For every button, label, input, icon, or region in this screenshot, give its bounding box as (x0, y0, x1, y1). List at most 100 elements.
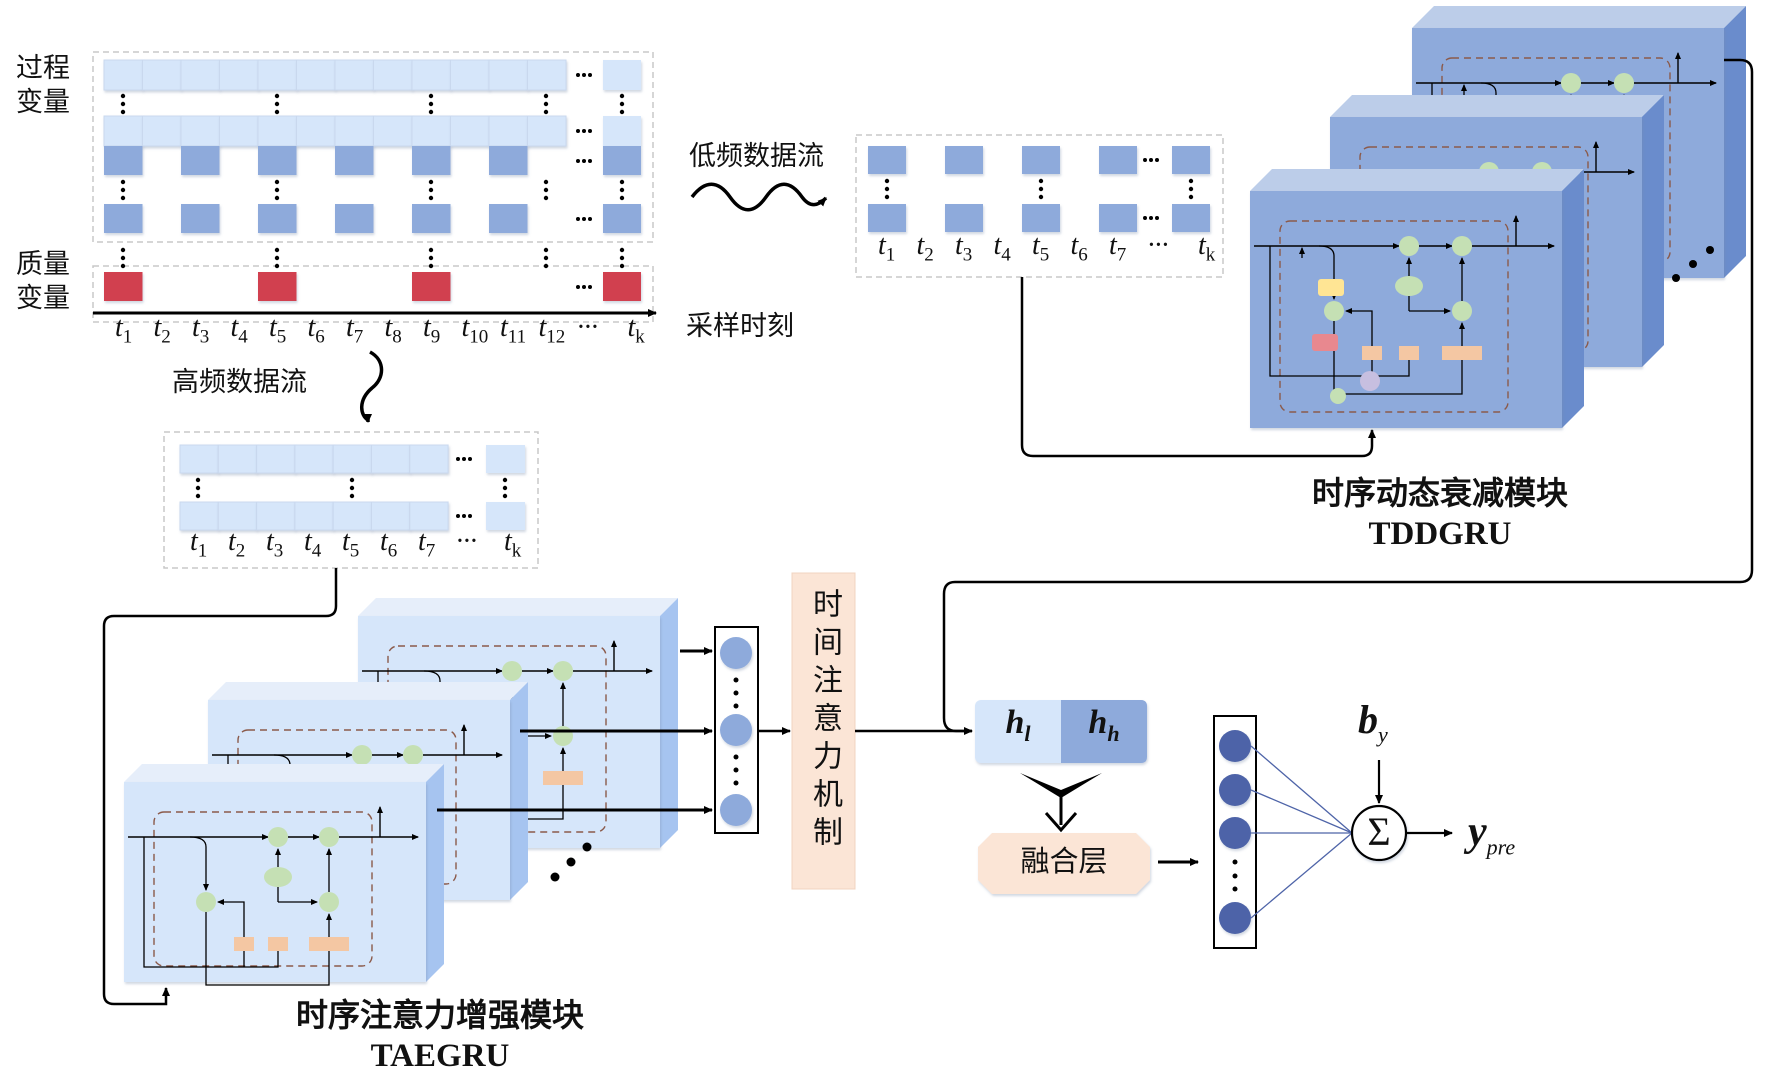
gate-node (319, 892, 339, 912)
data-cell (450, 115, 490, 147)
data-cell (257, 115, 297, 147)
merge-arrowhead (1044, 812, 1078, 833)
tick-label: t7 (418, 526, 436, 562)
data-cell (104, 146, 143, 175)
tddgru-title: 时序动态衰减模块 (1311, 474, 1568, 512)
tick-label: t3 (192, 312, 210, 348)
quality-vars-label: 质量 变量 (16, 248, 86, 316)
high-freq-stream-label: 高频数据流 (172, 367, 307, 398)
data-cell (411, 115, 451, 147)
high-freq-cell (294, 444, 334, 474)
low-freq-cell (1172, 146, 1210, 174)
tddgru-name: TDDGRU (1368, 516, 1512, 552)
data-cell (334, 115, 374, 147)
data-cell (219, 59, 259, 91)
high-freq-cell (332, 444, 373, 474)
data-cell (103, 59, 143, 91)
block-side (1562, 169, 1584, 428)
tick-label: t9 (423, 312, 441, 348)
tick-label: t3 (266, 526, 284, 562)
weight-line (1250, 789, 1353, 834)
block-top (1330, 95, 1664, 117)
data-cell (142, 59, 182, 91)
low-freq-dashed-box (855, 134, 1224, 278)
tick-label: t1 (878, 230, 896, 266)
data-cell (296, 115, 336, 147)
data-cell (180, 115, 220, 147)
gate-node (1452, 301, 1472, 321)
taegru-name: TAEGRU (370, 1038, 510, 1074)
high-freq-cell (256, 501, 296, 531)
data-cell (489, 204, 528, 233)
high-freq-cell-k (486, 445, 525, 473)
output-neuron-column (1213, 715, 1353, 949)
tanh-box (1442, 346, 1482, 360)
tick-label: t3 (955, 230, 973, 266)
quality-cell-k (603, 272, 641, 301)
low-freq-cell (1022, 204, 1060, 232)
data-cell (258, 146, 297, 175)
output-neuron (1219, 817, 1251, 849)
hidden-concat-block (975, 700, 1147, 763)
attention-mechanism-label: 时间注意力机制 (807, 588, 842, 854)
data-cell (334, 59, 374, 91)
data-cell (412, 204, 451, 233)
data-cell (296, 59, 336, 91)
tick-label: ··· (577, 312, 598, 343)
process-vars-label: 过程 变量 (16, 52, 86, 120)
fusion-layer-label: 融合层 (1020, 844, 1108, 878)
attention-neuron-column (714, 626, 759, 834)
low-freq-cell (945, 146, 983, 174)
h-low-label: hl (1005, 704, 1031, 746)
data-cell (181, 204, 220, 233)
high-freq-cell (256, 444, 296, 474)
low-freq-stream-label: 低频数据流 (689, 141, 824, 172)
tanh-box (543, 771, 583, 785)
tick-label: t5 (342, 526, 360, 562)
block-top (1412, 6, 1746, 28)
data-cell (142, 115, 182, 147)
low-freq-cell (1022, 146, 1060, 174)
quality-cell (412, 272, 451, 301)
gate-node (1452, 236, 1472, 256)
tick-label: t7 (346, 312, 364, 348)
attention-neuron (720, 794, 752, 826)
low-freq-cell (868, 204, 906, 232)
data-cell-k (603, 60, 641, 90)
weight-line (1250, 745, 1353, 834)
tick-label: t8 (384, 312, 402, 348)
taegru-stack (124, 598, 678, 986)
data-cell (335, 204, 374, 233)
data-cell (335, 146, 374, 175)
tick-label: ··· (1147, 230, 1169, 261)
output-neuron (1219, 902, 1251, 934)
gate-node (319, 827, 339, 847)
output-neuron (1219, 774, 1251, 806)
block-side (426, 764, 444, 982)
cell-boundary (153, 811, 373, 967)
raw-data-panel (92, 51, 657, 323)
tick-label: t1 (115, 312, 133, 348)
tick-label: t2 (916, 230, 934, 266)
gate-node (196, 892, 216, 912)
tddgru-cell-block (1250, 169, 1584, 428)
high-freq-cell-k (486, 502, 525, 530)
sigma-box (1399, 346, 1419, 360)
decay-gate-box (1312, 334, 1338, 351)
gate-node (502, 661, 522, 681)
tick-label: t4 (304, 526, 322, 562)
tick-label: t11 (500, 312, 527, 348)
gate-node (553, 726, 573, 746)
tanh-box (309, 937, 349, 951)
gate-node (1614, 73, 1634, 93)
data-cell (412, 146, 451, 175)
data-cell (489, 146, 528, 175)
high-freq-cell (332, 501, 373, 531)
high-freq-to-taegru-connector (102, 568, 338, 1006)
gate-node (403, 745, 423, 765)
sigma-box (234, 937, 254, 951)
tick-label: t6 (1070, 230, 1088, 266)
